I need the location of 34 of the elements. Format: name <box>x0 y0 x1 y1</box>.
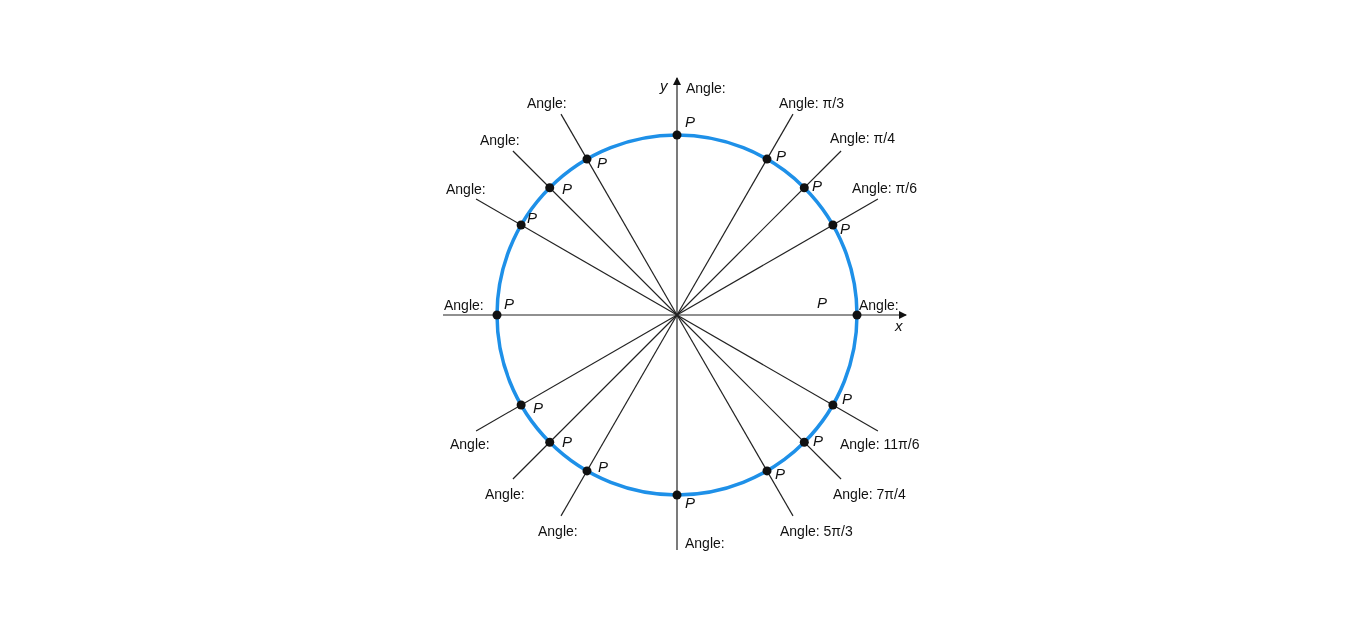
point-label: P <box>840 221 850 237</box>
axis-label: y <box>660 78 668 94</box>
point-label: P <box>598 459 608 475</box>
point-label: P <box>775 466 785 482</box>
angle-label: Angle: <box>859 297 899 313</box>
angle-label: Angle: <box>686 80 726 96</box>
angle-label: Angle: <box>527 95 567 111</box>
point-label: P <box>562 181 572 197</box>
angle-label: Angle: <box>538 523 578 539</box>
point-label: P <box>533 400 543 416</box>
point-label: P <box>562 434 572 450</box>
point-label: P <box>817 295 827 311</box>
point-label: P <box>685 495 695 511</box>
angle-label: Angle: <box>446 181 486 197</box>
point-label: P <box>776 148 786 164</box>
angle-label: Angle: 5π/3 <box>780 523 853 539</box>
angle-label: Angle: <box>485 486 525 502</box>
point-label: P <box>527 210 537 226</box>
axis-label: x <box>895 318 903 334</box>
point-label: P <box>504 296 514 312</box>
angle-label: Angle: 7π/4 <box>833 486 906 502</box>
point-label: P <box>813 433 823 449</box>
angle-label: Angle: <box>685 535 725 551</box>
point-label: P <box>812 178 822 194</box>
angle-label: Angle: 11π/6 <box>840 436 920 452</box>
angle-label: Angle: π/3 <box>779 95 844 111</box>
angle-label: Angle: π/6 <box>852 180 917 196</box>
point-label: P <box>685 114 695 130</box>
angle-label: Angle: <box>444 297 484 313</box>
angle-label: Angle: <box>480 132 520 148</box>
angle-label: Angle: π/4 <box>830 130 895 146</box>
point-label: P <box>842 391 852 407</box>
point-label: P <box>597 155 607 171</box>
angle-label: Angle: <box>450 436 490 452</box>
